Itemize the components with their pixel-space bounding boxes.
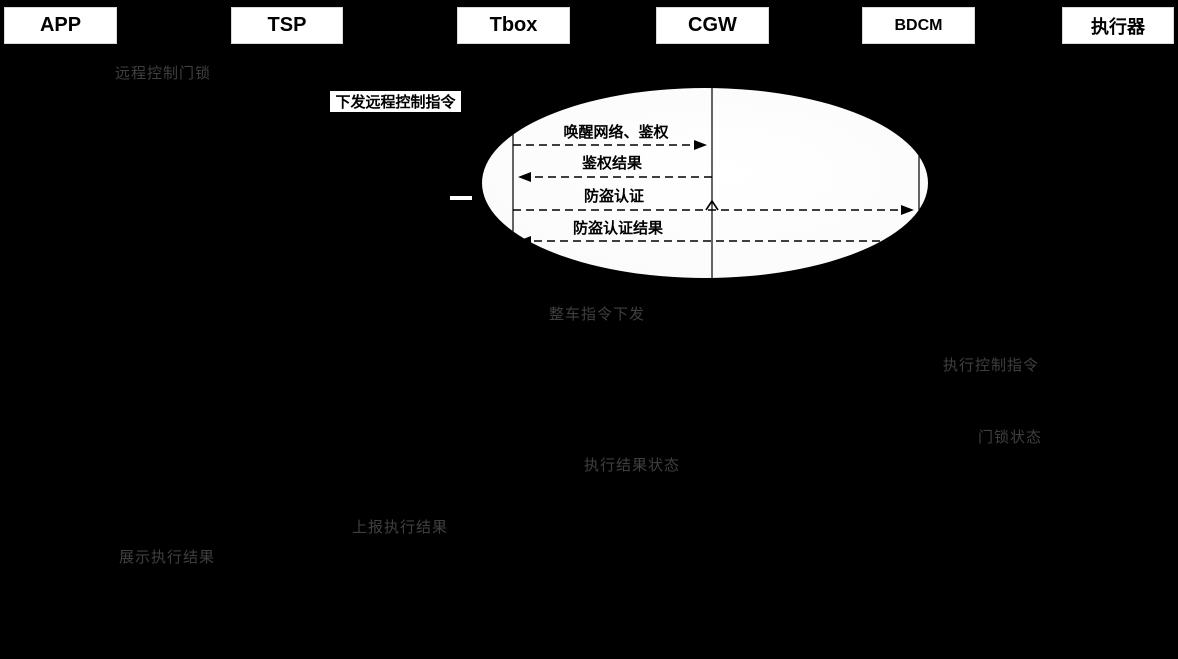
message-label-vehicle-cmd-dispatch: 整车指令下发 [549,306,646,323]
message-label-remote-control-lock: 远程控制门锁 [115,65,212,82]
lifeline-tick-mark [450,196,472,200]
arrow-label-anti-theft-auth-result: 防盗认证结果 [573,219,664,237]
message-label-exec-result-status: 执行结果状态 [584,457,681,474]
arrow-label-wake-network-auth: 唤醒网络、鉴权 [563,123,669,141]
message-label-send-remote-control-cmd: 下发远程控制指令 [330,91,461,112]
message-label-door-lock-status: 门锁状态 [978,429,1043,446]
message-label-execute-control-cmd: 执行控制指令 [943,357,1040,374]
auth-ellipse-group: 唤醒网络、鉴权 鉴权结果 防盗认证 防盗认证结果 [482,88,928,278]
message-label-display-exec-result: 展示执行结果 [119,549,216,566]
arrow-label-auth-result: 鉴权结果 [581,154,643,172]
lifeline-head-tbox: Tbox [457,7,570,44]
line-hop-caret [705,199,719,211]
lifeline-head-app: APP [4,7,117,44]
lifeline-head-cgw: CGW [656,7,769,44]
auth-ellipse [482,88,928,278]
lifeline-head-executor: 执行器 [1062,7,1174,44]
lifeline-head-bdcm: BDCM [862,7,975,44]
lifeline-head-tsp: TSP [231,7,343,44]
arrow-label-anti-theft-auth: 防盗认证 [584,187,644,205]
message-label-report-exec-result: 上报执行结果 [352,519,449,536]
